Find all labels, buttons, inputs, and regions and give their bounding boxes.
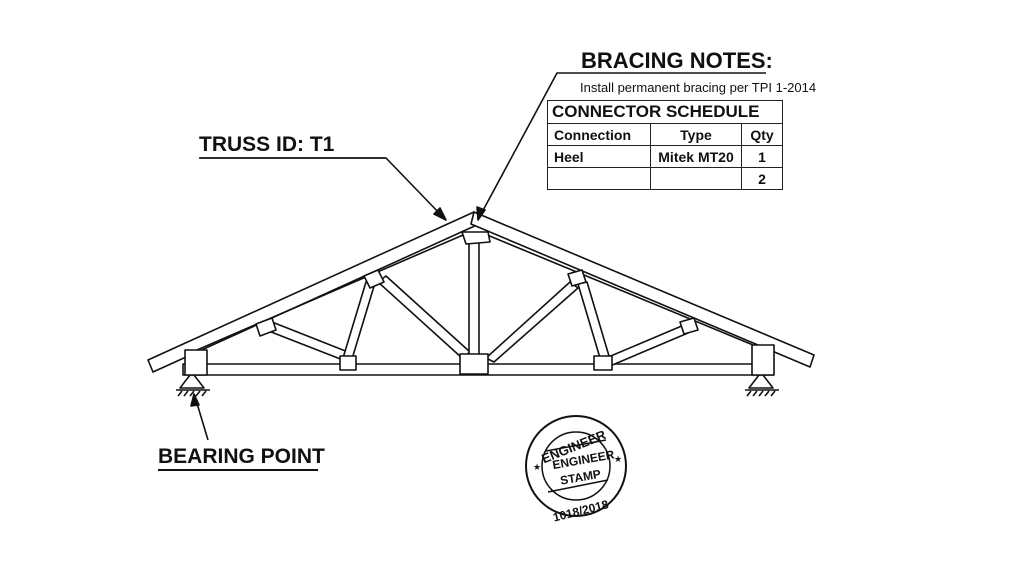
- bracing-notes-text: Install permanent bracing per TPI 1-2014: [580, 80, 817, 95]
- cell-type: [650, 167, 742, 190]
- heel-left: [184, 349, 208, 376]
- schedule-title: CONNECTOR SCHEDULE: [547, 100, 783, 124]
- web: [577, 281, 610, 359]
- truss-id-label: TRUSS ID: T1: [199, 133, 335, 156]
- gusset-plate: [679, 317, 699, 335]
- heel-right: [751, 344, 775, 376]
- gusset-plate: [363, 269, 385, 289]
- svg-text:★: ★: [533, 462, 541, 472]
- support-left: [176, 374, 210, 397]
- connector-schedule-table: CONNECTOR SCHEDULE Connection Type Qty H…: [547, 100, 783, 190]
- cell-connection: [547, 167, 651, 190]
- engineer-stamp: ★ ★: [525, 415, 627, 517]
- cell-type: Mitek MT20: [650, 145, 742, 168]
- web: [377, 275, 471, 359]
- cell-connection: Heel: [547, 145, 651, 168]
- web: [605, 324, 689, 367]
- gusset-plate: [339, 355, 357, 371]
- gusset-plate: [461, 231, 491, 245]
- bracing-leader: [479, 72, 766, 217]
- web-vertical: [468, 239, 480, 359]
- truss-id-leader: [200, 157, 443, 217]
- bearing-leader: [195, 399, 209, 441]
- gusset-plate: [459, 353, 489, 375]
- header-connection: Connection: [547, 123, 651, 146]
- table-row: Heel Mitek MT20 1: [547, 145, 783, 168]
- svg-text:★: ★: [614, 454, 622, 464]
- header-type: Type: [650, 123, 742, 146]
- web: [342, 281, 376, 360]
- web: [265, 321, 349, 361]
- web: [485, 281, 579, 363]
- gusset-plate: [567, 269, 587, 287]
- cell-qty: 2: [741, 167, 783, 190]
- support-right: [745, 374, 779, 397]
- header-qty: Qty: [741, 123, 783, 146]
- table-row: 2: [547, 167, 783, 190]
- gusset-plate: [255, 317, 277, 337]
- bearing-point-label: BEARING POINT: [158, 445, 325, 468]
- stamp-date: 1018/2018: [552, 497, 611, 524]
- gusset-plate: [593, 355, 613, 371]
- top-chord-right: [470, 211, 815, 368]
- bracing-notes-title: BRACING NOTES:: [581, 48, 773, 73]
- cell-qty: 1: [741, 145, 783, 168]
